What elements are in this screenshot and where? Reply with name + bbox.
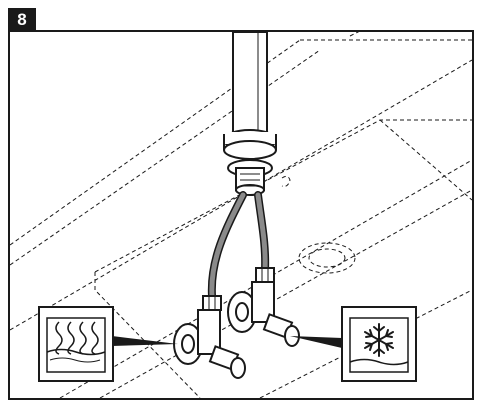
snowflake-icon [341,306,417,382]
hot-water-valve [173,309,246,379]
flexible-hoses [207,191,270,300]
valve-pointers [112,336,342,348]
cold-water-valve [227,281,300,347]
mounting-hole-mark [281,175,291,187]
drain-hole [298,242,356,274]
faucet-column [223,31,277,196]
step-number-badge: 8 [8,8,36,32]
hot-water-icon [38,306,114,382]
